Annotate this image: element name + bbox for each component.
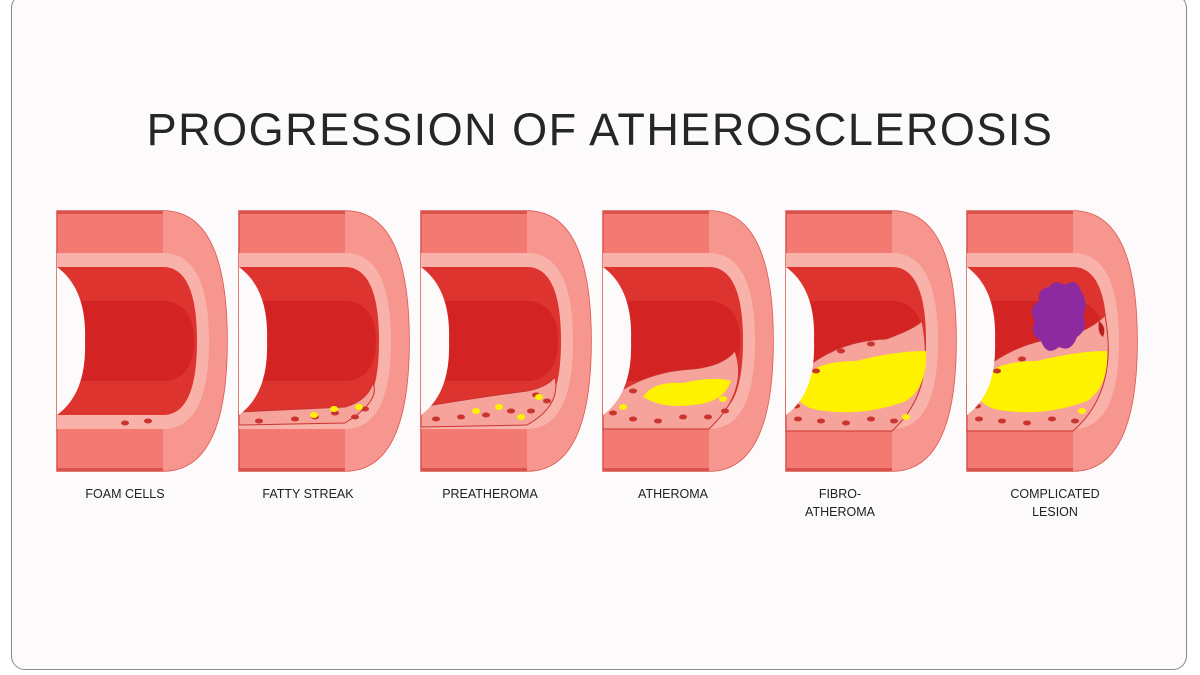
open-end bbox=[603, 267, 632, 415]
open-end bbox=[786, 267, 815, 415]
foam-cell bbox=[255, 418, 263, 424]
foam-cell bbox=[679, 414, 687, 420]
hemorrhage bbox=[1098, 321, 1105, 337]
lipid-droplet bbox=[330, 406, 338, 412]
foam-cell bbox=[482, 412, 490, 418]
foam-cell bbox=[457, 414, 465, 420]
stage-label-fatty-streak: FATTY STREAK bbox=[262, 487, 354, 501]
diagram-title: PROGRESSION OF ATHEROSCLEROSIS bbox=[146, 104, 1054, 155]
foam-cell bbox=[998, 418, 1006, 424]
lipid-core bbox=[643, 378, 731, 406]
wall-edge bbox=[421, 211, 527, 214]
lipid-droplet bbox=[1078, 408, 1086, 414]
lipid-droplet bbox=[355, 404, 363, 410]
foam-cell bbox=[543, 398, 551, 404]
lipid-droplet bbox=[472, 408, 480, 414]
foam-cell bbox=[432, 416, 440, 422]
foam-cell bbox=[629, 388, 637, 394]
lumen-core bbox=[603, 301, 740, 381]
lipid-droplet bbox=[619, 404, 627, 410]
lumen-core bbox=[239, 301, 376, 381]
wall-edge bbox=[603, 211, 709, 214]
foam-cell bbox=[890, 418, 898, 424]
wall-edge bbox=[786, 468, 892, 471]
foam-cell bbox=[837, 348, 845, 354]
lipid-core bbox=[796, 351, 927, 413]
foam-cell bbox=[842, 420, 850, 426]
lipid-droplet bbox=[495, 404, 503, 410]
foam-cell bbox=[1018, 356, 1026, 362]
artery-foam-cells bbox=[56, 210, 228, 472]
wall-edge bbox=[239, 211, 345, 214]
artery-atheroma bbox=[602, 210, 774, 472]
foam-cell bbox=[867, 416, 875, 422]
wall-edge bbox=[967, 468, 1073, 471]
artery-complicated-lesion bbox=[966, 210, 1138, 472]
wall-edge bbox=[57, 468, 163, 471]
stage-label-complicated-lesion: COMPLICATED LESION bbox=[1010, 487, 1100, 519]
foam-cell bbox=[812, 368, 820, 374]
lumen-core bbox=[57, 301, 194, 381]
lipid-droplet bbox=[719, 396, 727, 402]
wall-edge bbox=[57, 211, 163, 214]
open-end bbox=[239, 267, 268, 415]
wall-edge bbox=[786, 211, 892, 214]
wall-edge bbox=[239, 468, 345, 471]
stage-label-preatheroma: PREATHEROMA bbox=[442, 487, 538, 501]
stage-label-atheroma: ATHEROMA bbox=[638, 487, 708, 501]
foam-cell bbox=[361, 406, 369, 412]
open-end bbox=[421, 267, 450, 415]
foam-cell bbox=[654, 418, 662, 424]
foam-cell bbox=[993, 368, 1001, 374]
open-end bbox=[57, 267, 86, 415]
stage-label-fibroatheroma: FIBRO- ATHEROMA bbox=[805, 487, 875, 519]
foam-cell bbox=[351, 414, 359, 420]
stage-label-foam-cells: FOAM CELLS bbox=[85, 487, 165, 501]
foam-cell bbox=[1048, 416, 1056, 422]
foam-cell bbox=[721, 408, 729, 414]
foam-cell bbox=[704, 414, 712, 420]
foam-cell bbox=[121, 420, 129, 426]
foam-cell bbox=[1071, 418, 1079, 424]
foam-cell bbox=[867, 341, 875, 347]
foam-cell bbox=[817, 418, 825, 424]
wall-edge bbox=[603, 468, 709, 471]
lipid-droplet bbox=[897, 356, 905, 362]
foam-cell bbox=[975, 416, 983, 422]
lipid-droplet bbox=[902, 414, 910, 420]
foam-cell bbox=[527, 408, 535, 414]
artery-preatheroma bbox=[420, 210, 592, 472]
lumen-core bbox=[421, 301, 558, 381]
foam-cell bbox=[1023, 420, 1031, 426]
foam-cell bbox=[144, 418, 152, 424]
foam-cell bbox=[291, 416, 299, 422]
foam-cell bbox=[507, 408, 515, 414]
lipid-droplet bbox=[535, 394, 543, 400]
foam-cell bbox=[609, 410, 617, 416]
artery-fatty-streak bbox=[238, 210, 410, 472]
artery-fibroatheroma bbox=[785, 210, 957, 472]
lipid-droplet bbox=[517, 414, 525, 420]
foam-cell bbox=[629, 416, 637, 422]
wall-edge bbox=[967, 211, 1073, 214]
wall-edge bbox=[421, 468, 527, 471]
lipid-droplet bbox=[310, 412, 318, 418]
lipid-core bbox=[977, 351, 1108, 413]
foam-cell bbox=[794, 416, 802, 422]
open-end bbox=[967, 267, 996, 415]
thrombus bbox=[1031, 282, 1086, 351]
